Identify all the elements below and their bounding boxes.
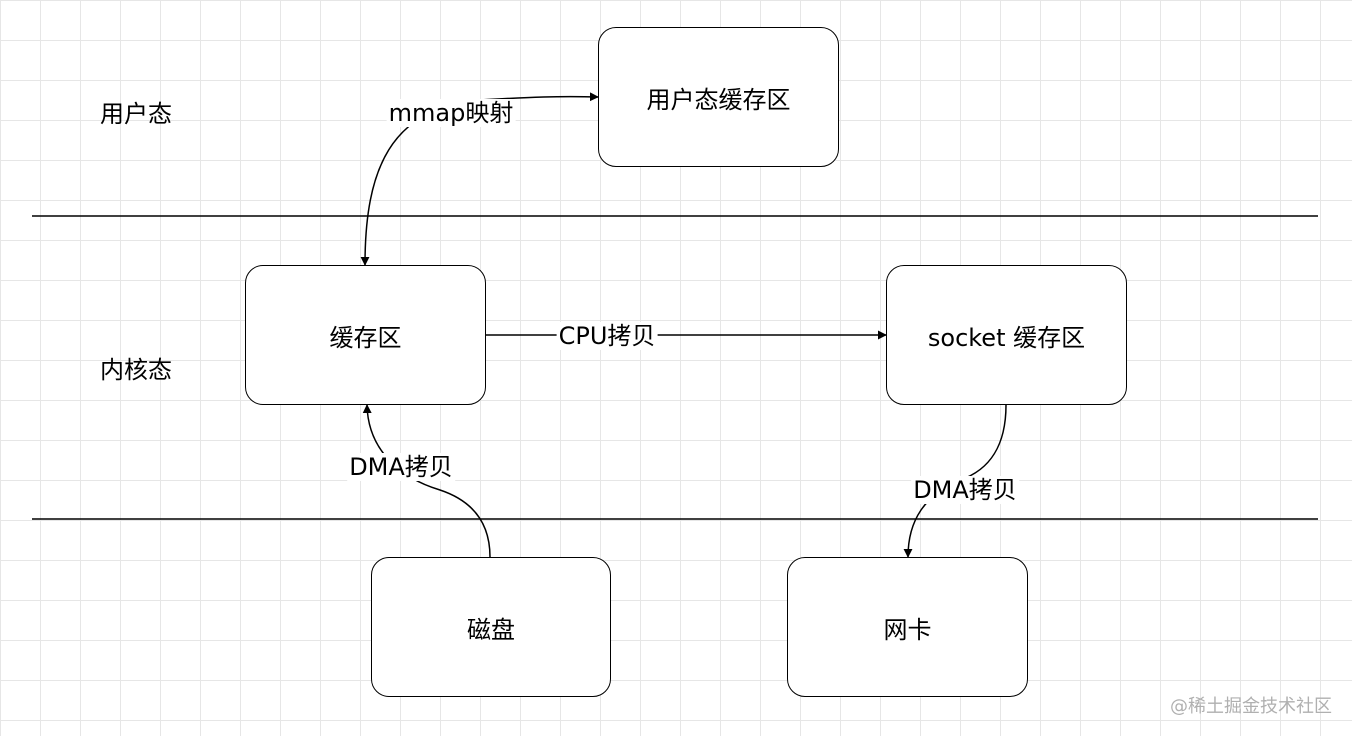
dma-copy-nic-label: DMA拷贝 — [911, 476, 1019, 504]
user-space-label: 用户态 — [100, 100, 172, 128]
user-buffer-node: 用户态缓存区 — [598, 27, 839, 167]
cpu-copy-label: CPU拷贝 — [556, 322, 658, 350]
socket-buffer-node: socket 缓存区 — [886, 265, 1127, 405]
watermark: @稀土掘金技术社区 — [1170, 696, 1332, 717]
nic-node: 网卡 — [787, 557, 1028, 697]
kernel-buffer-node: 缓存区 — [245, 265, 486, 405]
dma-copy-disk-arrow — [362, 404, 491, 558]
dma-copy-disk-label: DMA拷贝 — [347, 453, 455, 481]
mmap-label: mmap映射 — [386, 99, 516, 127]
kernel-space-label: 内核态 — [100, 356, 172, 384]
disk-node: 磁盘 — [371, 557, 611, 697]
